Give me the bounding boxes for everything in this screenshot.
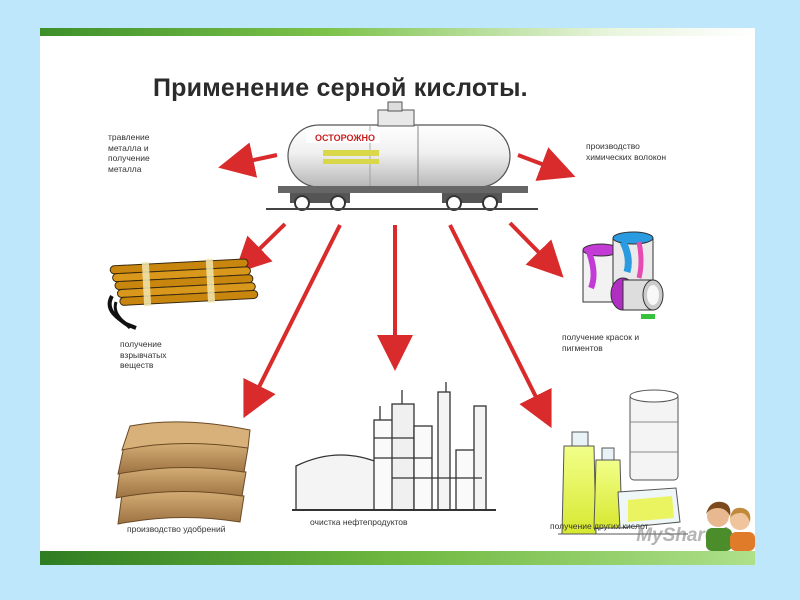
tank-warning-label: ОСТОРОЖНО [315, 133, 375, 143]
watermark: MyShared [636, 525, 727, 546]
diagram-scene [107, 101, 688, 535]
label-other-acids: получение других кислот [550, 521, 649, 531]
slide-title: Применение серной кислоты. [153, 74, 528, 102]
fertilizer-sacks-icon [115, 421, 251, 525]
arrow-to-fertilizers [243, 224, 342, 419]
label-metal-etching: травление металла и получение металла [108, 132, 150, 174]
acid-bottles-icon [558, 389, 688, 535]
dynamite-icon [107, 258, 259, 330]
slide: Применение серной кислоты. травление мет… [40, 28, 755, 565]
paint-cans-icon [582, 231, 664, 319]
children-icon [706, 501, 755, 551]
label-paints: получение красок и пигментов [562, 332, 640, 353]
arrow-to-paints [508, 221, 564, 278]
refinery-icon [292, 382, 496, 511]
arrow-to-metal [218, 142, 278, 178]
slide-bottom-bar [40, 551, 755, 565]
label-oil-refining: очистка нефтепродуктов [310, 517, 408, 527]
label-fertilizers: производство удобрений [127, 524, 226, 534]
label-chemical-fibers: производство химических волокон [586, 141, 667, 162]
arrow-to-fibers [517, 147, 576, 181]
arrows [218, 142, 576, 429]
tank-car-icon [266, 101, 538, 211]
arrow-to-acids [448, 224, 552, 429]
label-explosives: получение взрывчатых веществ [120, 339, 167, 370]
slide-top-bar [40, 28, 755, 36]
